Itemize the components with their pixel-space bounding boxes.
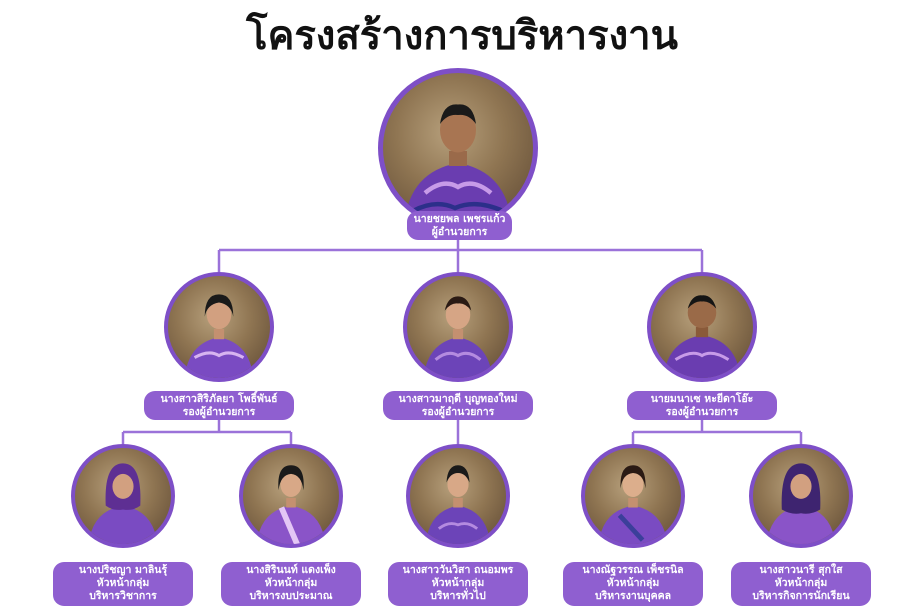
person-silhouette-icon	[184, 294, 254, 378]
head-5-label: นางสาวนารี สุกใส หัวหน้ากลุ่ม บริหารกิจก…	[731, 562, 871, 606]
head-4-dept: บริหารงานบุคคล	[594, 590, 672, 602]
head-2-photo	[239, 444, 343, 548]
deputy-2-label: นางสาวมาฤดี บุญทองใหม่ รองผู้อำนวยการ	[383, 391, 533, 420]
head-5-role: หัวหน้ากลุ่ม	[774, 577, 828, 589]
person-silhouette-icon	[425, 465, 491, 544]
deputy-2-name: นางสาวมาฤดี บุญทองใหม่	[398, 393, 518, 405]
head-4-photo	[581, 444, 685, 548]
head-2-role: หัวหน้ากลุ่ม	[264, 577, 318, 589]
deputy-3-label: นายมนาเซ หะยีดาโอ๊ะ รองผู้อำนวยการ	[627, 391, 777, 420]
person-silhouette-icon	[766, 463, 836, 544]
head-5-name: นางสาวนารี สุกใส	[759, 564, 843, 576]
head-2-name: นางสิรินนท์ แดงเพ็ง	[246, 564, 336, 576]
head-1-photo	[71, 444, 175, 548]
deputy-3-name: นายมนาเซ หะยีดาโอ๊ะ	[650, 393, 754, 405]
head-5-dept: บริหารกิจการนักเรียน	[752, 590, 850, 602]
deputy-2-photo	[403, 272, 513, 382]
head-1-label: นางปริชญา มาลินรุ้ หัวหน้ากลุ่ม บริหารวิ…	[53, 562, 193, 606]
person-silhouette-icon	[88, 463, 158, 544]
director-role: ผู้อำนวยการ	[431, 226, 488, 238]
head-3-name: นางสาววันวิสา ถนอมพร	[402, 564, 514, 576]
director-name: นายชยพล เพชรแก้ว	[413, 213, 506, 225]
director-label: นายชยพล เพชรแก้ว ผู้อำนวยการ	[407, 211, 512, 240]
person-silhouette-icon	[663, 295, 741, 378]
head-2-label: นางสิรินนท์ แดงเพ็ง หัวหน้ากลุ่ม บริหารง…	[221, 562, 361, 606]
deputy-1-photo	[164, 272, 274, 382]
director-photo	[378, 68, 538, 228]
person-silhouette-icon	[598, 465, 668, 544]
deputy-2-role: รองผู้อำนวยการ	[421, 406, 495, 418]
head-3-photo	[406, 444, 510, 548]
head-1-dept: บริหารวิชาการ	[89, 590, 157, 602]
head-3-dept: บริหารทั่วไป	[430, 590, 486, 602]
person-silhouette-icon	[404, 104, 512, 223]
head-4-label: นางณัฐวรรณ เพ็ชรนิล หัวหน้ากลุ่ม บริหารง…	[563, 562, 703, 606]
head-4-role: หัวหน้ากลุ่ม	[606, 577, 660, 589]
deputy-3-photo	[647, 272, 757, 382]
head-4-name: นางณัฐวรรณ เพ็ชรนิล	[582, 564, 684, 576]
deputy-1-name: นางสาวสิริภัลยา โพธิ์พันธ์	[160, 393, 278, 405]
head-2-dept: บริหารงบประมาณ	[249, 590, 333, 602]
person-silhouette-icon	[423, 296, 493, 378]
person-silhouette-icon	[256, 465, 326, 544]
head-1-role: หัวหน้ากลุ่ม	[96, 577, 150, 589]
deputy-3-role: รองผู้อำนวยการ	[665, 406, 739, 418]
head-3-role: หัวหน้ากลุ่ม	[431, 577, 485, 589]
page-title: โครงสร้างการบริหารงาน	[246, 13, 678, 59]
head-3-label: นางสาววันวิสา ถนอมพร หัวหน้ากลุ่ม บริหาร…	[388, 562, 528, 606]
head-5-photo	[749, 444, 853, 548]
deputy-1-label: นางสาวสิริภัลยา โพธิ์พันธ์ รองผู้อำนวยกา…	[144, 391, 294, 420]
head-1-name: นางปริชญา มาลินรุ้	[78, 564, 168, 576]
deputy-1-role: รองผู้อำนวยการ	[182, 406, 256, 418]
